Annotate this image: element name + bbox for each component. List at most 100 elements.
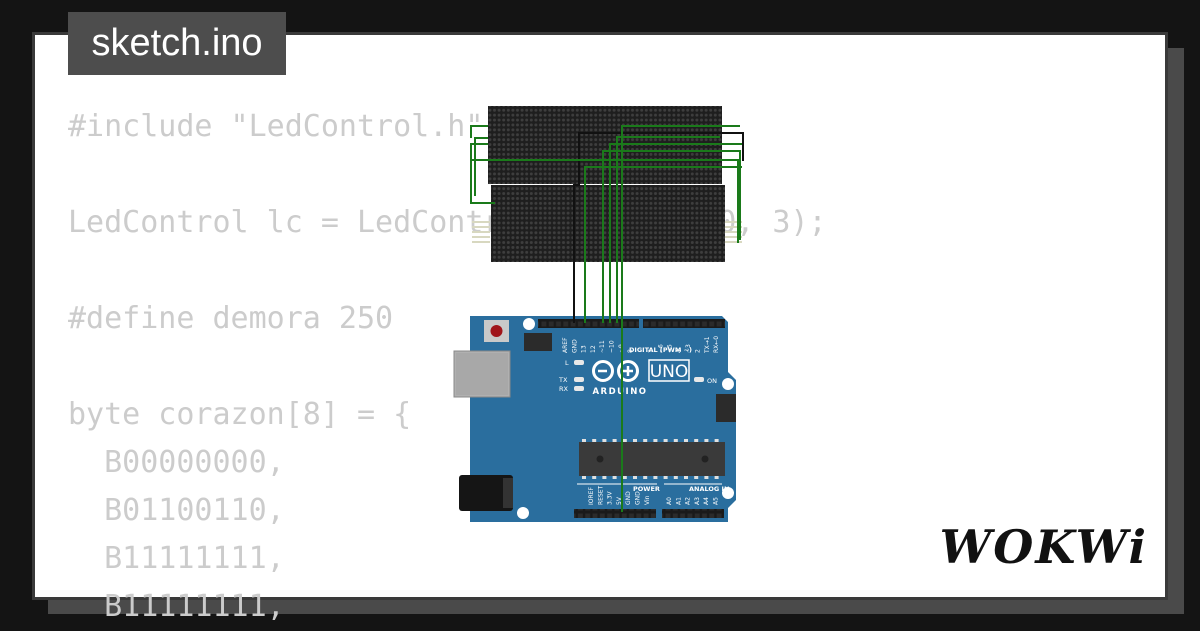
icsp-header-right <box>716 394 736 422</box>
atmega-chip <box>579 442 725 476</box>
rx-led-label: RX <box>559 385 569 393</box>
analog-header-label: ANALOG IN <box>689 485 729 493</box>
code-line: #include "LedControl.h" <box>68 109 484 144</box>
mounting-hole <box>517 507 529 519</box>
l-led-label: L <box>565 359 569 367</box>
pin-label: AREF <box>562 337 569 353</box>
chip-pin <box>643 476 648 479</box>
chip-pin <box>643 439 648 442</box>
code-line: B00000000, <box>68 445 285 480</box>
chip-pin <box>663 439 668 442</box>
chip-pin <box>704 476 709 479</box>
chip-pin <box>602 439 607 442</box>
mounting-hole <box>722 487 734 499</box>
pin-label: GND <box>635 491 642 505</box>
chip-pin <box>602 476 607 479</box>
chip-pin <box>633 476 637 479</box>
rx-led <box>574 386 584 391</box>
code-line: #define demora 250 <box>68 301 394 336</box>
wokwi-logo-text: WOKWi <box>939 520 1148 574</box>
on-led-label: ON <box>707 377 717 385</box>
code-line: byte corazon[8] = { <box>68 397 412 432</box>
chip-pin <box>653 476 658 479</box>
board-model-label: UNO <box>650 362 689 382</box>
pin-label: 8 <box>627 349 634 353</box>
chip-pin <box>612 439 617 442</box>
chip-pin <box>633 439 637 442</box>
chip-pin <box>684 439 688 442</box>
matrix-pins-left <box>472 221 490 243</box>
pin-label: ~5 <box>667 344 674 353</box>
pin-label: A3 <box>694 497 701 505</box>
digital-header-label: DIGITAL (PWM ~) <box>629 346 692 354</box>
chip-pin <box>612 476 617 479</box>
chip-pin <box>622 476 627 479</box>
chip-pin <box>714 476 719 479</box>
reset-button[interactable] <box>484 320 509 342</box>
pin-label: 5V <box>616 496 623 505</box>
wokwi-logo: WOKWi <box>940 520 1148 574</box>
pin-label: 7 <box>648 349 655 353</box>
analog-header <box>662 509 724 518</box>
tx-led <box>574 377 584 382</box>
chip-pin <box>663 476 668 479</box>
chip-pin <box>673 439 678 442</box>
led-matrix-bottom[interactable] <box>491 185 725 262</box>
chip-pin <box>622 439 627 442</box>
digital-header-left <box>538 319 639 328</box>
board-brand-label: ARDUINO <box>592 387 647 397</box>
pin-label: 4 <box>676 349 683 353</box>
chip-pin <box>673 476 678 479</box>
pin-label: 13 <box>581 345 588 353</box>
pin-label: 3.3V <box>607 490 614 505</box>
mounting-hole <box>523 318 535 330</box>
pin-label: IOREF <box>588 487 595 505</box>
code-preview: #include "LedControl.h" LedControl lc = … <box>68 103 827 631</box>
pin-label: ~11 <box>599 340 606 353</box>
mounting-hole <box>722 378 734 390</box>
pin-label: A1 <box>675 497 682 505</box>
pin-label: A4 <box>703 497 710 505</box>
pin-label: ~3 <box>685 344 692 353</box>
chip-pin <box>592 476 597 479</box>
l-led <box>574 360 584 365</box>
chip-pin <box>694 439 699 442</box>
pin-label: 2 <box>695 349 702 353</box>
pin-label: RX←0 <box>713 336 720 353</box>
pin-label: A5 <box>713 497 720 505</box>
power-jack <box>459 475 513 511</box>
pin-label: Vin <box>644 495 651 505</box>
pin-label: A0 <box>666 497 673 505</box>
pin-label: 12 <box>590 345 597 353</box>
chip-pin <box>704 439 709 442</box>
pin-label: ~10 <box>609 340 616 353</box>
file-tab-title: sketch.ino <box>68 12 286 75</box>
pin-label: GND <box>625 491 632 505</box>
icsp-header <box>524 333 552 351</box>
digital-header-right <box>643 319 725 328</box>
chip-pin <box>582 476 586 479</box>
wire-green-data <box>471 125 742 512</box>
chip-pin <box>653 439 658 442</box>
chip-pin <box>684 476 688 479</box>
power-header <box>574 509 656 518</box>
chip-pin <box>694 476 699 479</box>
code-line: B11111111, <box>68 589 285 624</box>
tx-led-label: TX <box>558 376 568 384</box>
pin-label: A2 <box>685 497 692 505</box>
on-led <box>694 377 704 382</box>
pin-label: GND <box>571 339 578 353</box>
chip-pin <box>582 439 586 442</box>
pin-label: RESET <box>597 485 604 505</box>
wire-green-loop-left <box>470 125 495 204</box>
chip-pin <box>592 439 597 442</box>
power-header-label: POWER <box>633 485 660 493</box>
code-line: B11111111, <box>68 541 285 576</box>
arduino-infinity-icon <box>592 360 639 382</box>
code-line: B01100110, <box>68 493 285 528</box>
pin-label: TX→1 <box>704 336 711 354</box>
